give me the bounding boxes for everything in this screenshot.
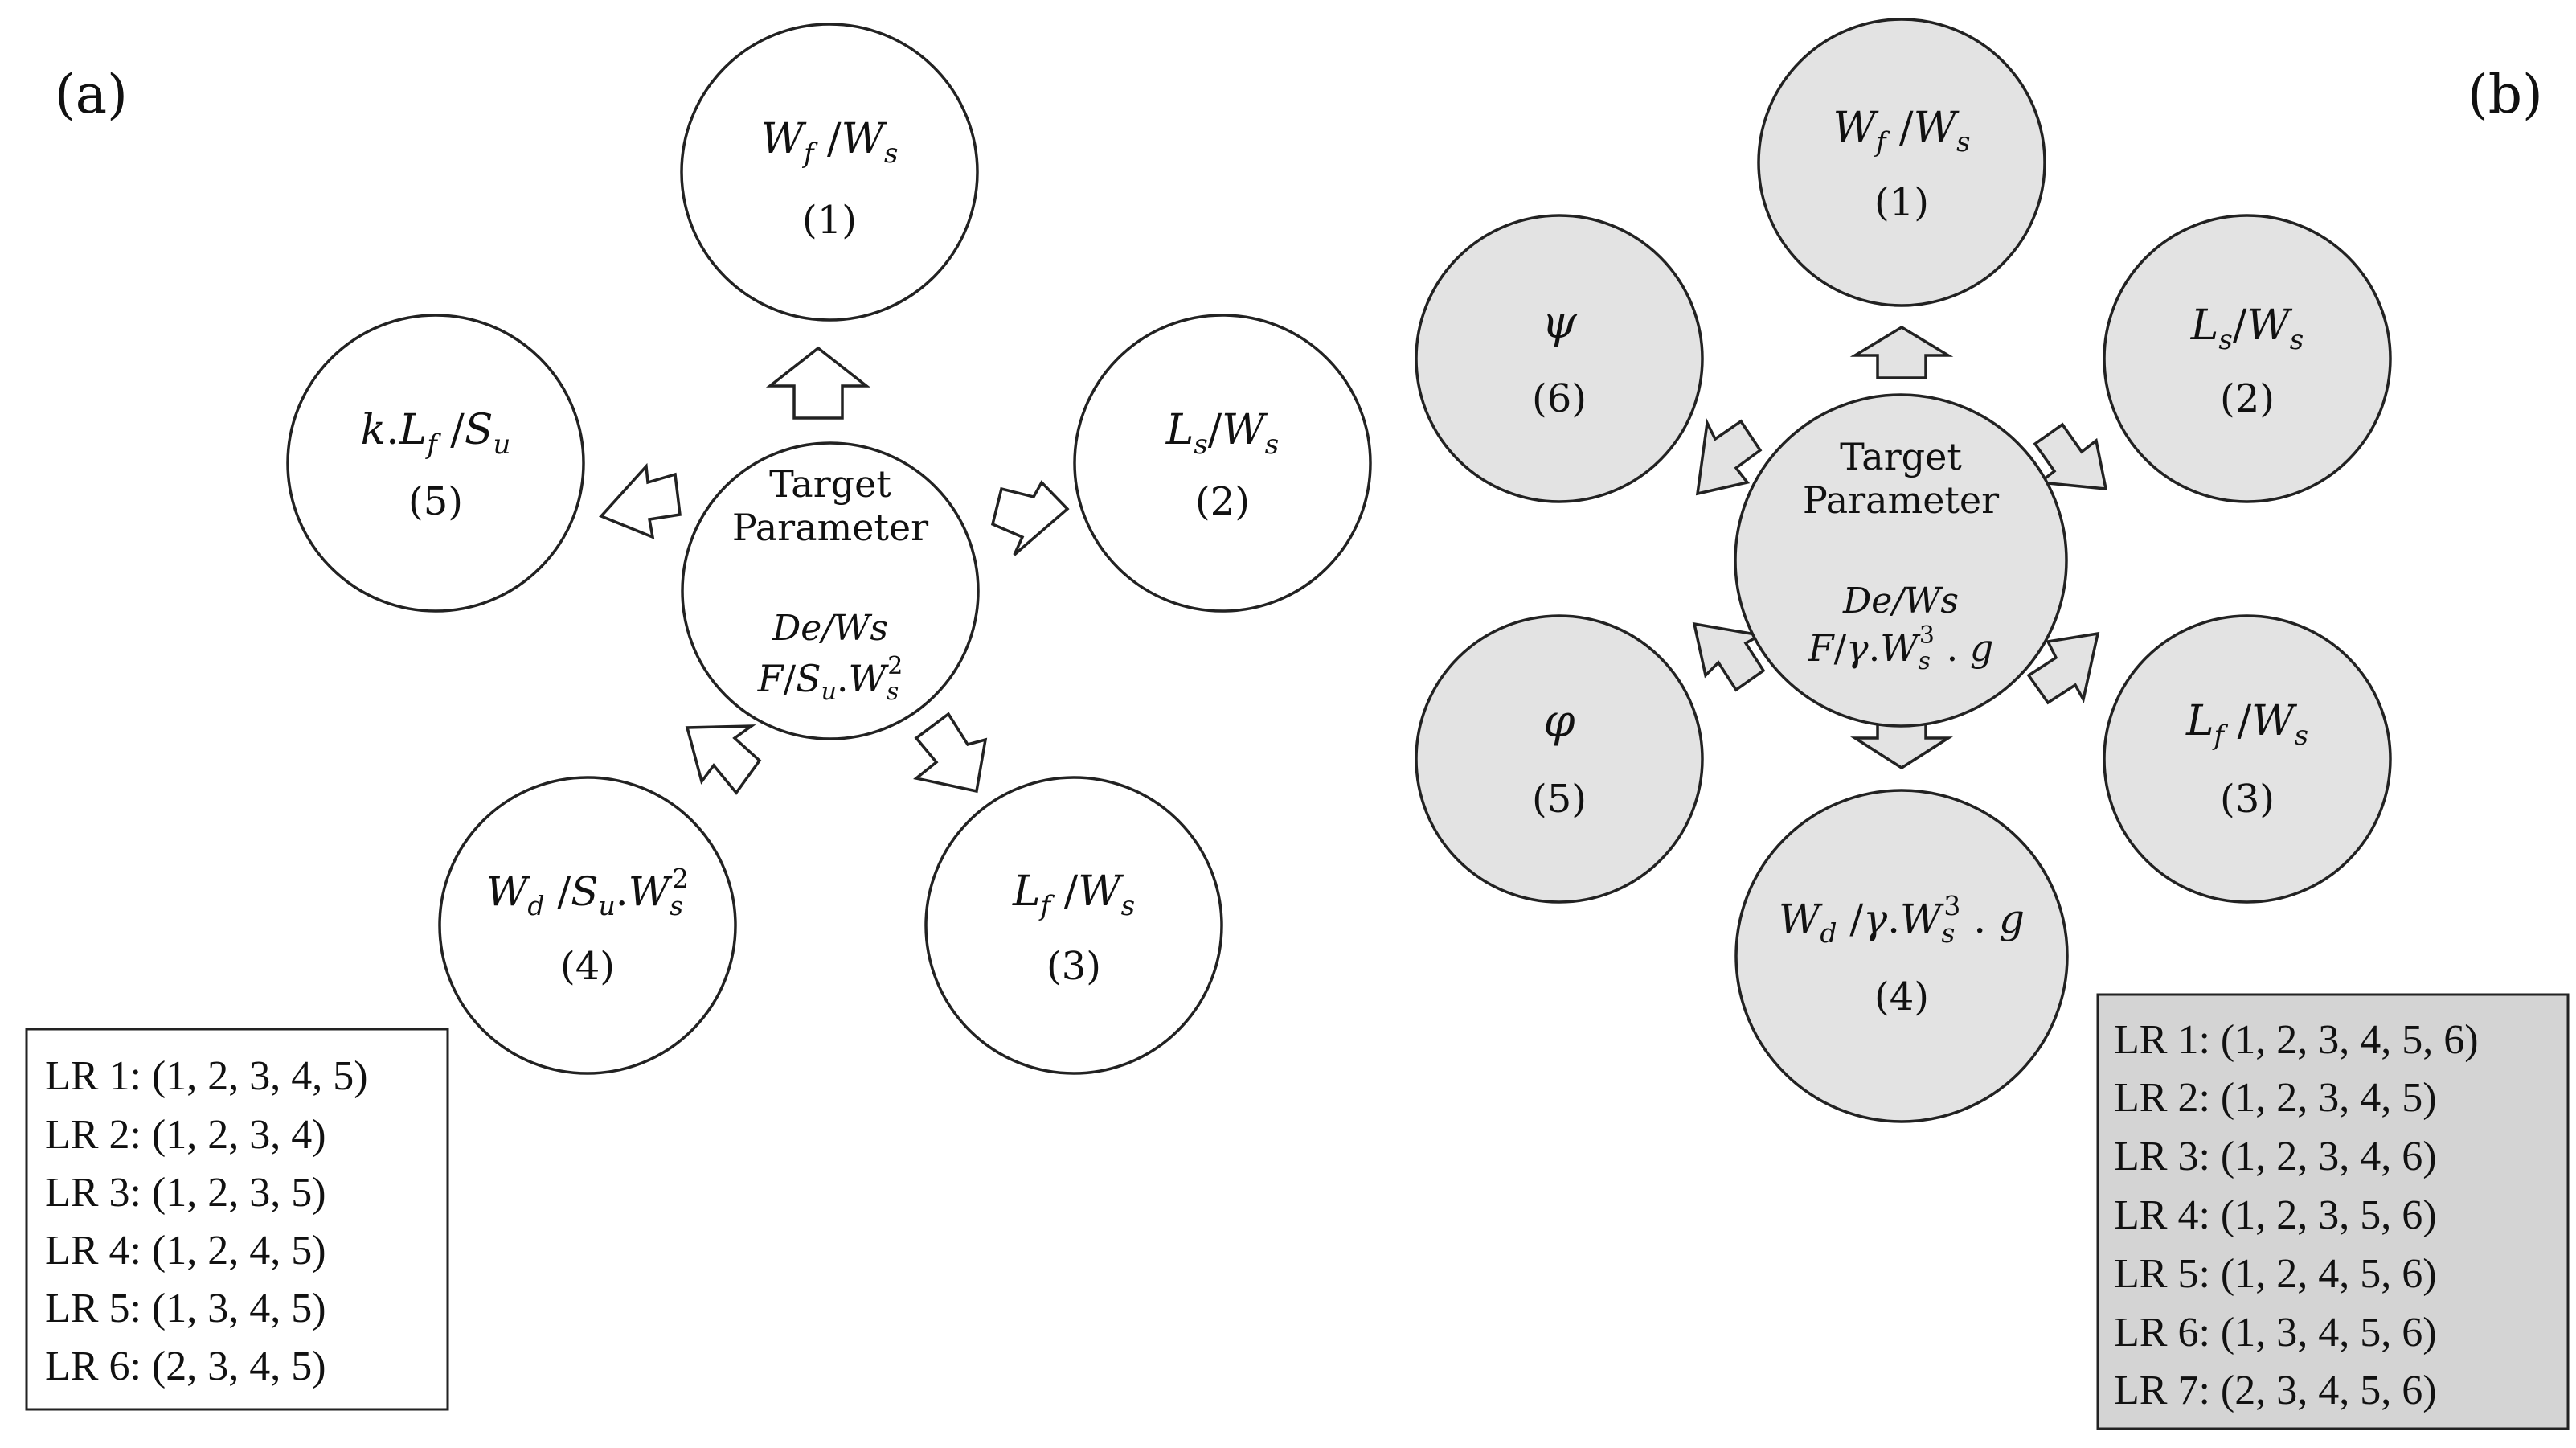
node-b5-expr: φ	[1543, 695, 1575, 748]
arrow-to-node-5	[599, 462, 682, 539]
arrow-to-node-1	[765, 346, 871, 420]
node-a5-num: (5)	[408, 479, 463, 524]
center-b-parameter: Parameter	[1803, 478, 1999, 522]
node-a4-num: (4)	[560, 944, 615, 989]
panel-b-center: Target Parameter De/Ws F/γ.Ws3 . g	[1734, 393, 2068, 728]
panel-b: (b) Target Parameter De/Ws F/γ.Ws3 . g W…	[1415, 18, 2570, 1430]
node-a3-num: (3)	[1046, 944, 1101, 989]
panel-b-node-3: Lf /Ws (3)	[2103, 614, 2392, 904]
arrow-to-node-2	[990, 480, 1070, 556]
panel-a: (a) Target Parameter De/Ws F/Su.Ws2 Wf /…	[25, 23, 1372, 1411]
panel-a-legend: LR 1: (1, 2, 3, 4, 5) LR 2: (1, 2, 3, 4)…	[25, 1028, 449, 1411]
legend-b-row: LR 1: (1, 2, 3, 4, 5, 6)	[2114, 1017, 2479, 1063]
panel-b-legend: LR 1: (1, 2, 3, 4, 5, 6) LR 2: (1, 2, 3,…	[2096, 993, 2570, 1430]
legend-a-row: LR 4: (1, 2, 4, 5)	[45, 1228, 326, 1274]
node-b1-expr: Wf /Ws	[1833, 104, 1970, 158]
legend-b-row: LR 7: (2, 3, 4, 5, 6)	[2114, 1368, 2437, 1413]
panel-a-node-1: Wf /Ws (1)	[680, 23, 979, 322]
arrow-to-node-3	[913, 712, 988, 794]
panel-b-node-6: ψ (6)	[1415, 214, 1704, 503]
node-b5-num: (5)	[1532, 777, 1587, 822]
node-a2-num: (2)	[1195, 479, 1250, 524]
arrow-to-node-b1	[1849, 325, 1954, 379]
node-b2-expr: Ls/Ws	[2190, 301, 2304, 356]
node-b3-num: (3)	[2220, 777, 2275, 822]
legend-a-row: LR 1: (1, 2, 3, 4, 5)	[45, 1053, 368, 1099]
arrow-to-node-b6	[1695, 418, 1763, 496]
node-b2-num: (2)	[2220, 376, 2275, 421]
panel-b-arrows	[1692, 325, 2108, 770]
node-a1-num: (1)	[802, 198, 857, 243]
center-a-target: Target	[769, 462, 891, 506]
legend-b-row: LR 4: (1, 2, 3, 5, 6)	[2114, 1192, 2437, 1238]
panel-a-label: (a)	[55, 64, 128, 125]
panel-b-node-5: φ (5)	[1415, 614, 1704, 904]
legend-b-row: LR 2: (1, 2, 3, 4, 5)	[2114, 1075, 2437, 1121]
panel-a-node-4: Wd /Su.Ws2 (4)	[438, 776, 737, 1075]
node-b6-expr: ψ	[1542, 297, 1578, 349]
node-a2-expr: Ls/Ws	[1165, 406, 1279, 461]
panel-a-center: Target Parameter De/Ws F/Su.Ws2	[681, 441, 980, 740]
node-b1-num: (1)	[1874, 180, 1929, 225]
center-a-de-ws: De/Ws	[772, 608, 888, 649]
legend-a-row: LR 3: (1, 2, 3, 5)	[45, 1170, 326, 1216]
node-a1-expr: Wf /Ws	[760, 115, 898, 170]
legend-b-row: LR 6: (1, 3, 4, 5, 6)	[2114, 1310, 2437, 1356]
legend-b-row: LR 3: (1, 2, 3, 4, 6)	[2114, 1134, 2437, 1179]
node-b4-num: (4)	[1874, 974, 1929, 1019]
arrow-to-node-4	[685, 724, 762, 795]
panel-a-node-5: k.Lf /Su (5)	[286, 314, 585, 613]
legend-a-row: LR 6: (2, 3, 4, 5)	[45, 1343, 326, 1389]
node-b3-expr: Lf /Ws	[2185, 697, 2308, 752]
legend-a-row: LR 5: (1, 3, 4, 5)	[45, 1286, 326, 1331]
center-b-de-ws: De/Ws	[1842, 580, 1959, 621]
panel-b-node-1: Wf /Ws (1)	[1757, 18, 2046, 307]
center-b-target: Target	[1840, 435, 1962, 478]
arrow-to-node-b3	[2026, 631, 2100, 705]
node-b4-expr: Wd /γ.Ws3 . g	[1779, 890, 2025, 949]
panel-a-node-3: Lf /Ws (3)	[924, 776, 1223, 1075]
node-a3-expr: Lf /Ws	[1012, 868, 1135, 922]
legend-b-row: LR 5: (1, 2, 4, 5, 6)	[2114, 1251, 2437, 1297]
panel-a-arrows	[599, 346, 1070, 795]
panel-b-node-2: Ls/Ws (2)	[2103, 214, 2392, 503]
node-b6-num: (6)	[1532, 376, 1587, 421]
legend-a-row: LR 2: (1, 2, 3, 4)	[45, 1112, 326, 1158]
node-a4-expr: Wd /Su.Ws2	[486, 863, 689, 921]
center-b-formula: F/γ.Ws3 . g	[1808, 621, 1994, 675]
node-a5-expr: k.Lf /Su	[361, 406, 511, 461]
panel-b-node-4: Wd /γ.Ws3 . g (4)	[1734, 789, 2069, 1123]
panel-a-node-2: Ls/Ws (2)	[1073, 314, 1372, 613]
panel-b-label: (b)	[2467, 64, 2543, 125]
center-a-parameter: Parameter	[732, 506, 928, 549]
